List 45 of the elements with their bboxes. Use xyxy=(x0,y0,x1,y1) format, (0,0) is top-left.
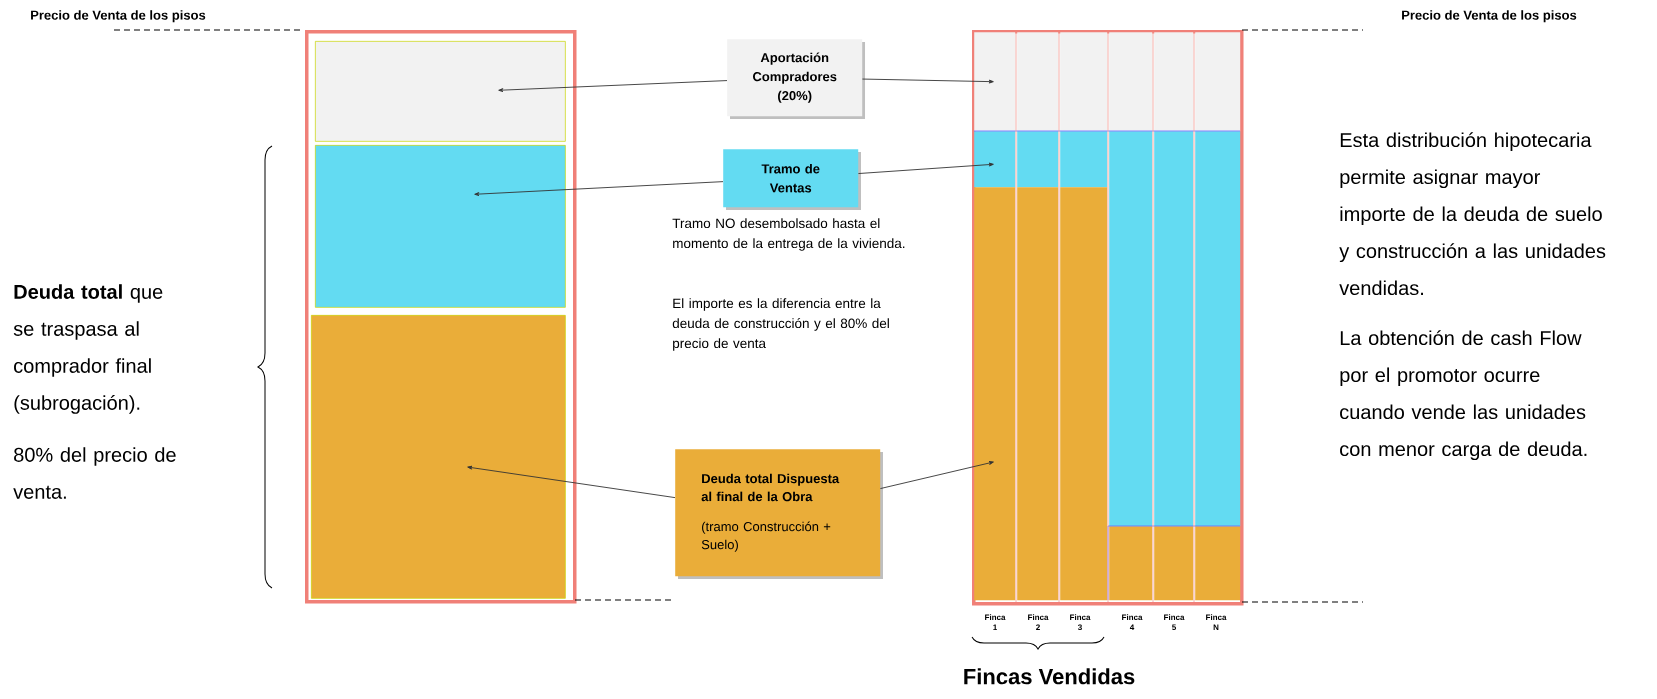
column-label: Finca 2 xyxy=(1028,614,1049,630)
frame-box xyxy=(972,30,1244,606)
column-segment xyxy=(1060,131,1108,188)
arrow xyxy=(861,78,994,84)
arrow xyxy=(879,461,994,489)
column-label: Finca 4 xyxy=(1122,614,1143,630)
stack-block xyxy=(315,41,566,142)
arrow xyxy=(857,162,994,174)
description-text: Esta distribución hipotecaria permite asignar mayor importe de la deuda de suelo y construcción a las unidades vendidas. xyxy=(1339,132,1606,296)
label-box: Aportación Compradores (20%) xyxy=(727,39,863,117)
column-segment xyxy=(1195,32,1241,132)
column-segment xyxy=(974,187,1016,601)
column-segment xyxy=(1017,187,1059,601)
note-text: Tramo NO desembolsado hasta el momento de la entrega de la vivienda. xyxy=(672,218,905,251)
column-segment xyxy=(1154,526,1194,601)
column-label: Finca 3 xyxy=(1070,614,1091,631)
description-text: La obtención de cash Flow por el promotor ocurre cuando vende las unidades con menor carga de deuda. xyxy=(1340,330,1587,461)
frame-box xyxy=(305,30,577,604)
column-segment xyxy=(1017,32,1059,132)
note-text: El importe es la diferencia entre la deuda de construcción y el 80% del precio de venta xyxy=(672,298,889,351)
stack-block xyxy=(315,145,566,308)
column-segment xyxy=(1154,131,1194,527)
arrow xyxy=(467,465,676,499)
column-label: Finca 1 xyxy=(985,614,1006,630)
label-box: Deuda total Dispuesta al final de la Obra (tramo Construcción + Suelo) xyxy=(675,449,881,577)
column-segment xyxy=(1195,131,1241,527)
arrow xyxy=(474,181,724,196)
column-segment xyxy=(1154,32,1194,132)
column-segment xyxy=(974,32,1016,132)
column-segment xyxy=(1109,32,1153,132)
stack-block xyxy=(311,315,566,599)
column-segment xyxy=(1109,526,1153,601)
column-segment xyxy=(1060,32,1108,132)
description-text: 80% del precio de venta. xyxy=(13,447,176,499)
axis-label: Precio de Venta de los pisos xyxy=(31,10,206,23)
column-segment xyxy=(1017,131,1059,188)
axis-label: Precio de Venta de los pisos xyxy=(1402,10,1577,23)
column-label: Finca N xyxy=(1206,614,1227,630)
bracket-label: Fincas Vendidas xyxy=(964,668,1135,685)
description-text: Deuda total que se traspasa al comprador final (subrogación). xyxy=(13,284,163,414)
column-label: Finca 5 xyxy=(1164,614,1185,631)
arrow xyxy=(498,80,728,93)
column-segment xyxy=(974,131,1016,188)
column-segment xyxy=(1195,526,1241,601)
label-box: Tramo de Ventas xyxy=(723,149,859,208)
